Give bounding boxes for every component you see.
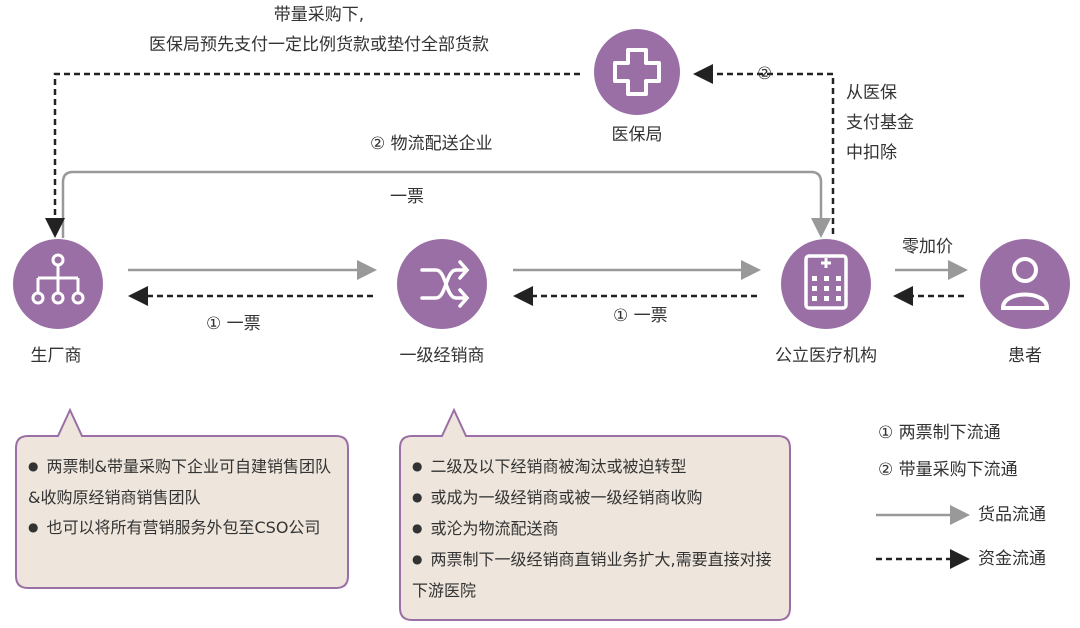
legend-item-two-ticket: ① 两票制下流通: [878, 423, 1001, 443]
money-route-hospital-insurance: [693, 64, 835, 234]
list-item: ●二级及以下经销商被淘汰或被迫转型: [412, 457, 687, 476]
right-ticket-label: ① 一票: [613, 306, 668, 326]
zero-markup-label: 零加价: [902, 237, 953, 257]
insurance-marker: ②: [757, 64, 773, 84]
list-item: ●或沦为物流配送商: [412, 519, 559, 538]
medical-cross-icon: [613, 48, 661, 96]
legend-goods-label: 货品流通: [978, 505, 1046, 525]
left-ticket-label: ① 一票: [206, 314, 261, 334]
money-route-insurance-manufacturer: [45, 72, 580, 238]
top-payment-line1: 带量采购下,: [273, 5, 365, 25]
insurance-node: [594, 29, 680, 115]
right-bubble-text: ●二级及以下经销商被淘汰或被迫转型 ●或成为一级经销商或被一级经销商收购 ●或沦…: [412, 452, 784, 606]
insurance-label: 医保局: [611, 125, 663, 145]
list-item: ●或成为一级经销商或被一级经销商收购: [412, 488, 703, 507]
hospital-node: [781, 239, 871, 329]
hospital-label: 公立医疗机构: [775, 346, 877, 366]
logistics-ticket: 一票: [390, 187, 424, 207]
left-bubble-text: ●两票制&带量采购下企业可自建销售团队&收购原经销商销售团队 ●也可以将所有营销…: [28, 452, 340, 544]
legend-item-volume-procurement: ② 带量采购下流通: [878, 460, 1018, 480]
list-item: ●两票制下一级经销商直销业务扩大,需要直接对接下游医院: [412, 550, 772, 600]
hospital-building-icon: [804, 254, 848, 310]
logistics-title: ② 物流配送企业: [370, 134, 493, 154]
fund-deduction-1: 从医保: [846, 83, 897, 103]
top-payment-line2: 医保局预先支付一定比例货款或垫付全部货款: [149, 35, 489, 55]
legend-money-label: 资金流通: [978, 549, 1046, 569]
hierarchy-icon: [31, 253, 85, 305]
manufacturer-label: 生厂商: [30, 346, 82, 366]
fund-deduction-3: 中扣除: [846, 143, 897, 163]
left-bubble-shape: [15, 407, 349, 589]
patient-label: 患者: [1008, 346, 1042, 366]
right-bubble-shape: [399, 407, 791, 621]
fund-deduction-2: 支付基金: [846, 113, 914, 133]
distributor-label: 一级经销商: [399, 346, 485, 366]
person-icon: [1000, 257, 1050, 310]
list-item: ●两票制&带量采购下企业可自建销售团队&收购原经销商销售团队: [28, 457, 331, 507]
list-item: ●也可以将所有营销服务外包至CSO公司: [28, 518, 321, 537]
manufacturer-node: [13, 239, 103, 329]
shuffle-icon: [420, 260, 470, 308]
logistics-route: [61, 170, 831, 238]
distributor-node: [397, 239, 487, 329]
patient-node: [980, 239, 1070, 329]
